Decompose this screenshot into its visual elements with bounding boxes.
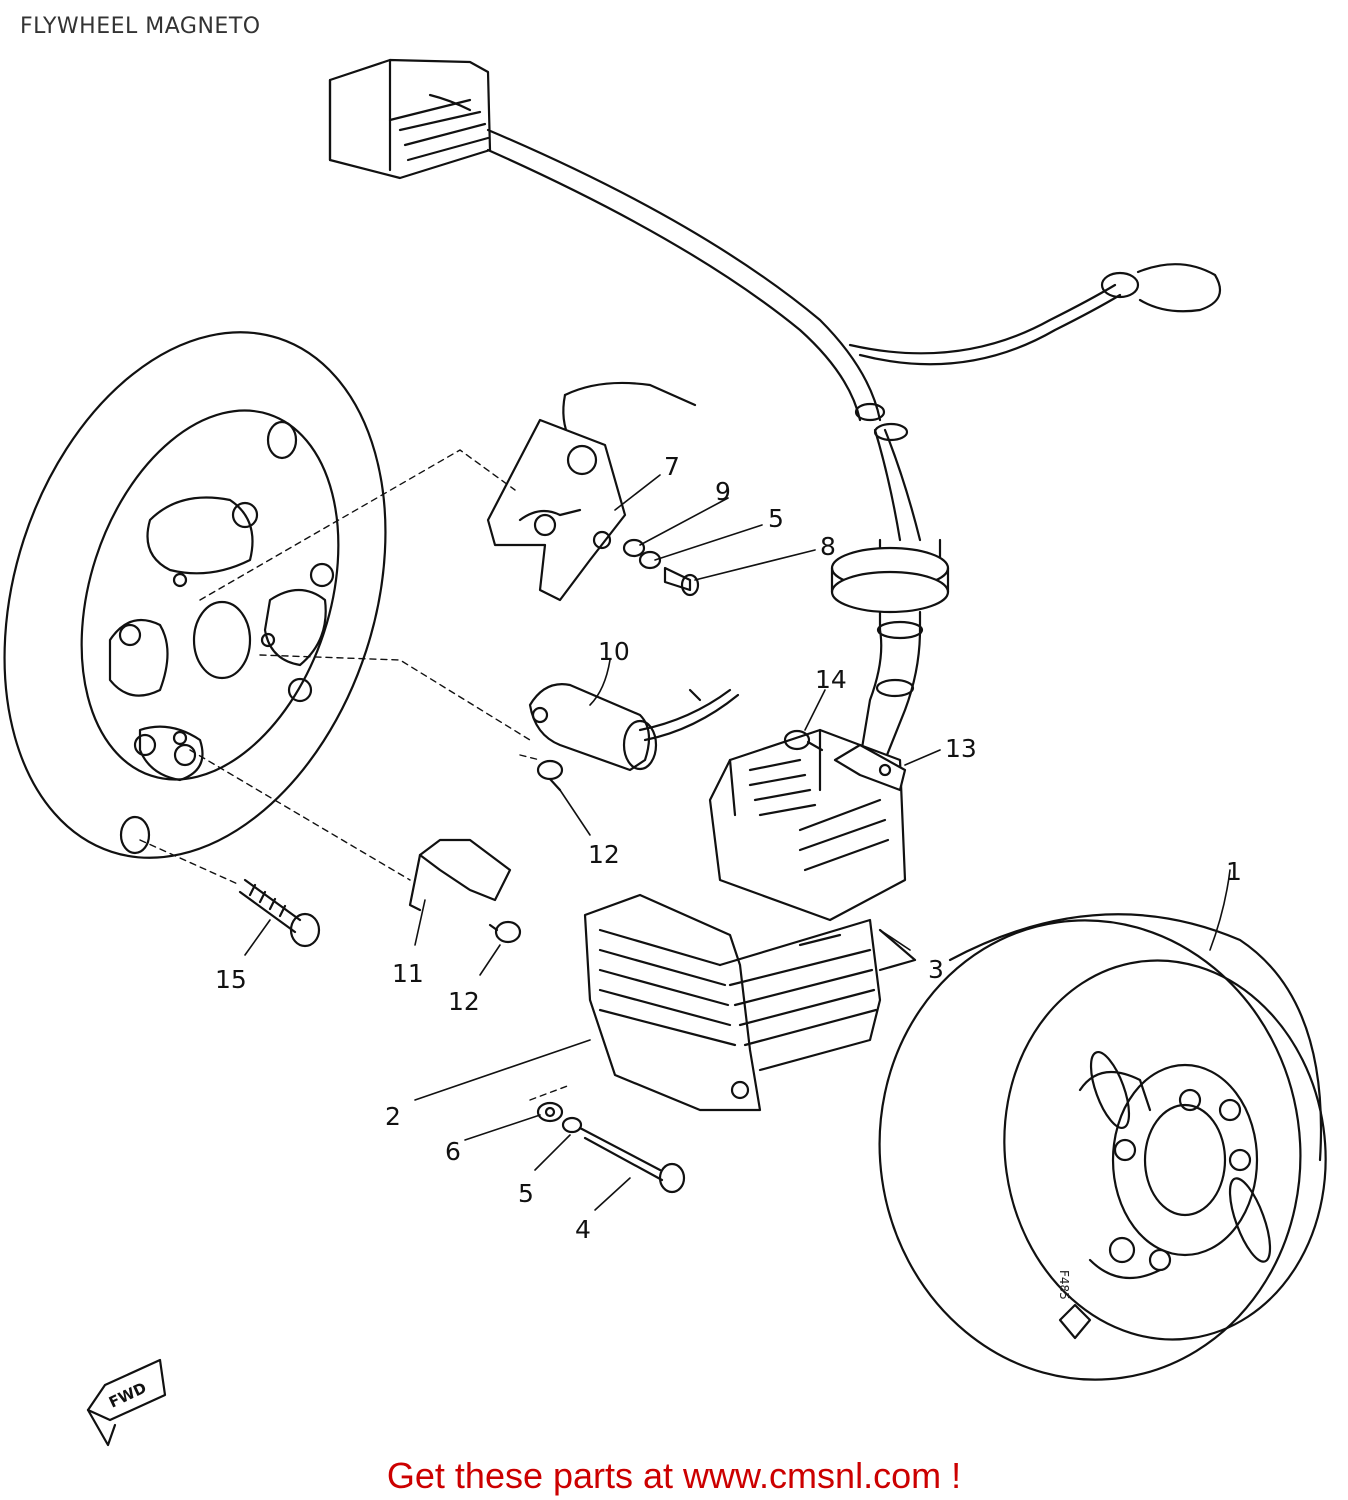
callout-1: 1 (1226, 857, 1242, 886)
callout-9: 9 (715, 477, 731, 506)
lighting-coil (708, 728, 917, 972)
coil-fasteners (536, 1101, 686, 1194)
screw-15 (238, 878, 321, 948)
contact-breaker (486, 381, 697, 602)
callout-10: 10 (598, 637, 630, 666)
callout-13: 13 (945, 734, 977, 763)
callout-15: 15 (215, 965, 247, 994)
footer-shop-link[interactable]: Get these parts at www.cmsnl.com ! (386, 1455, 962, 1496)
screw-12-upper (536, 759, 564, 792)
breaker-fasteners (622, 538, 700, 597)
wire-harness-connector (328, 58, 492, 180)
callout-leaders (244, 474, 1231, 1211)
callout-4: 4 (575, 1215, 591, 1244)
spark-lead (848, 263, 1222, 366)
callout-5-lower: 5 (518, 1179, 534, 1208)
condenser (528, 683, 740, 772)
ignition-coil (583, 893, 882, 1112)
stator-base-plate (3, 331, 387, 859)
callout-14: 14 (815, 665, 847, 694)
main-cable (486, 128, 922, 542)
callout-8: 8 (820, 532, 836, 561)
flywheel-rotor (878, 913, 1327, 1381)
assembly-guide-lines (139, 449, 571, 1101)
bracket-clip (408, 838, 522, 944)
callout-5-upper: 5 (768, 504, 784, 533)
forward-arrow-icon (86, 1358, 167, 1447)
callout-12-lower: 12 (448, 987, 480, 1016)
cable-clamp (783, 729, 907, 792)
callout-11: 11 (392, 959, 424, 988)
cable-grommet (830, 538, 950, 762)
callout-7: 7 (664, 452, 680, 481)
page-title: FLYWHEEL MAGNETO (20, 14, 261, 39)
flywheel-stamp: F485 (1057, 1270, 1071, 1300)
callout-2: 2 (385, 1102, 401, 1131)
callout-3: 3 (928, 955, 944, 984)
callout-6: 6 (445, 1137, 461, 1166)
callout-12-upper: 12 (588, 840, 620, 869)
